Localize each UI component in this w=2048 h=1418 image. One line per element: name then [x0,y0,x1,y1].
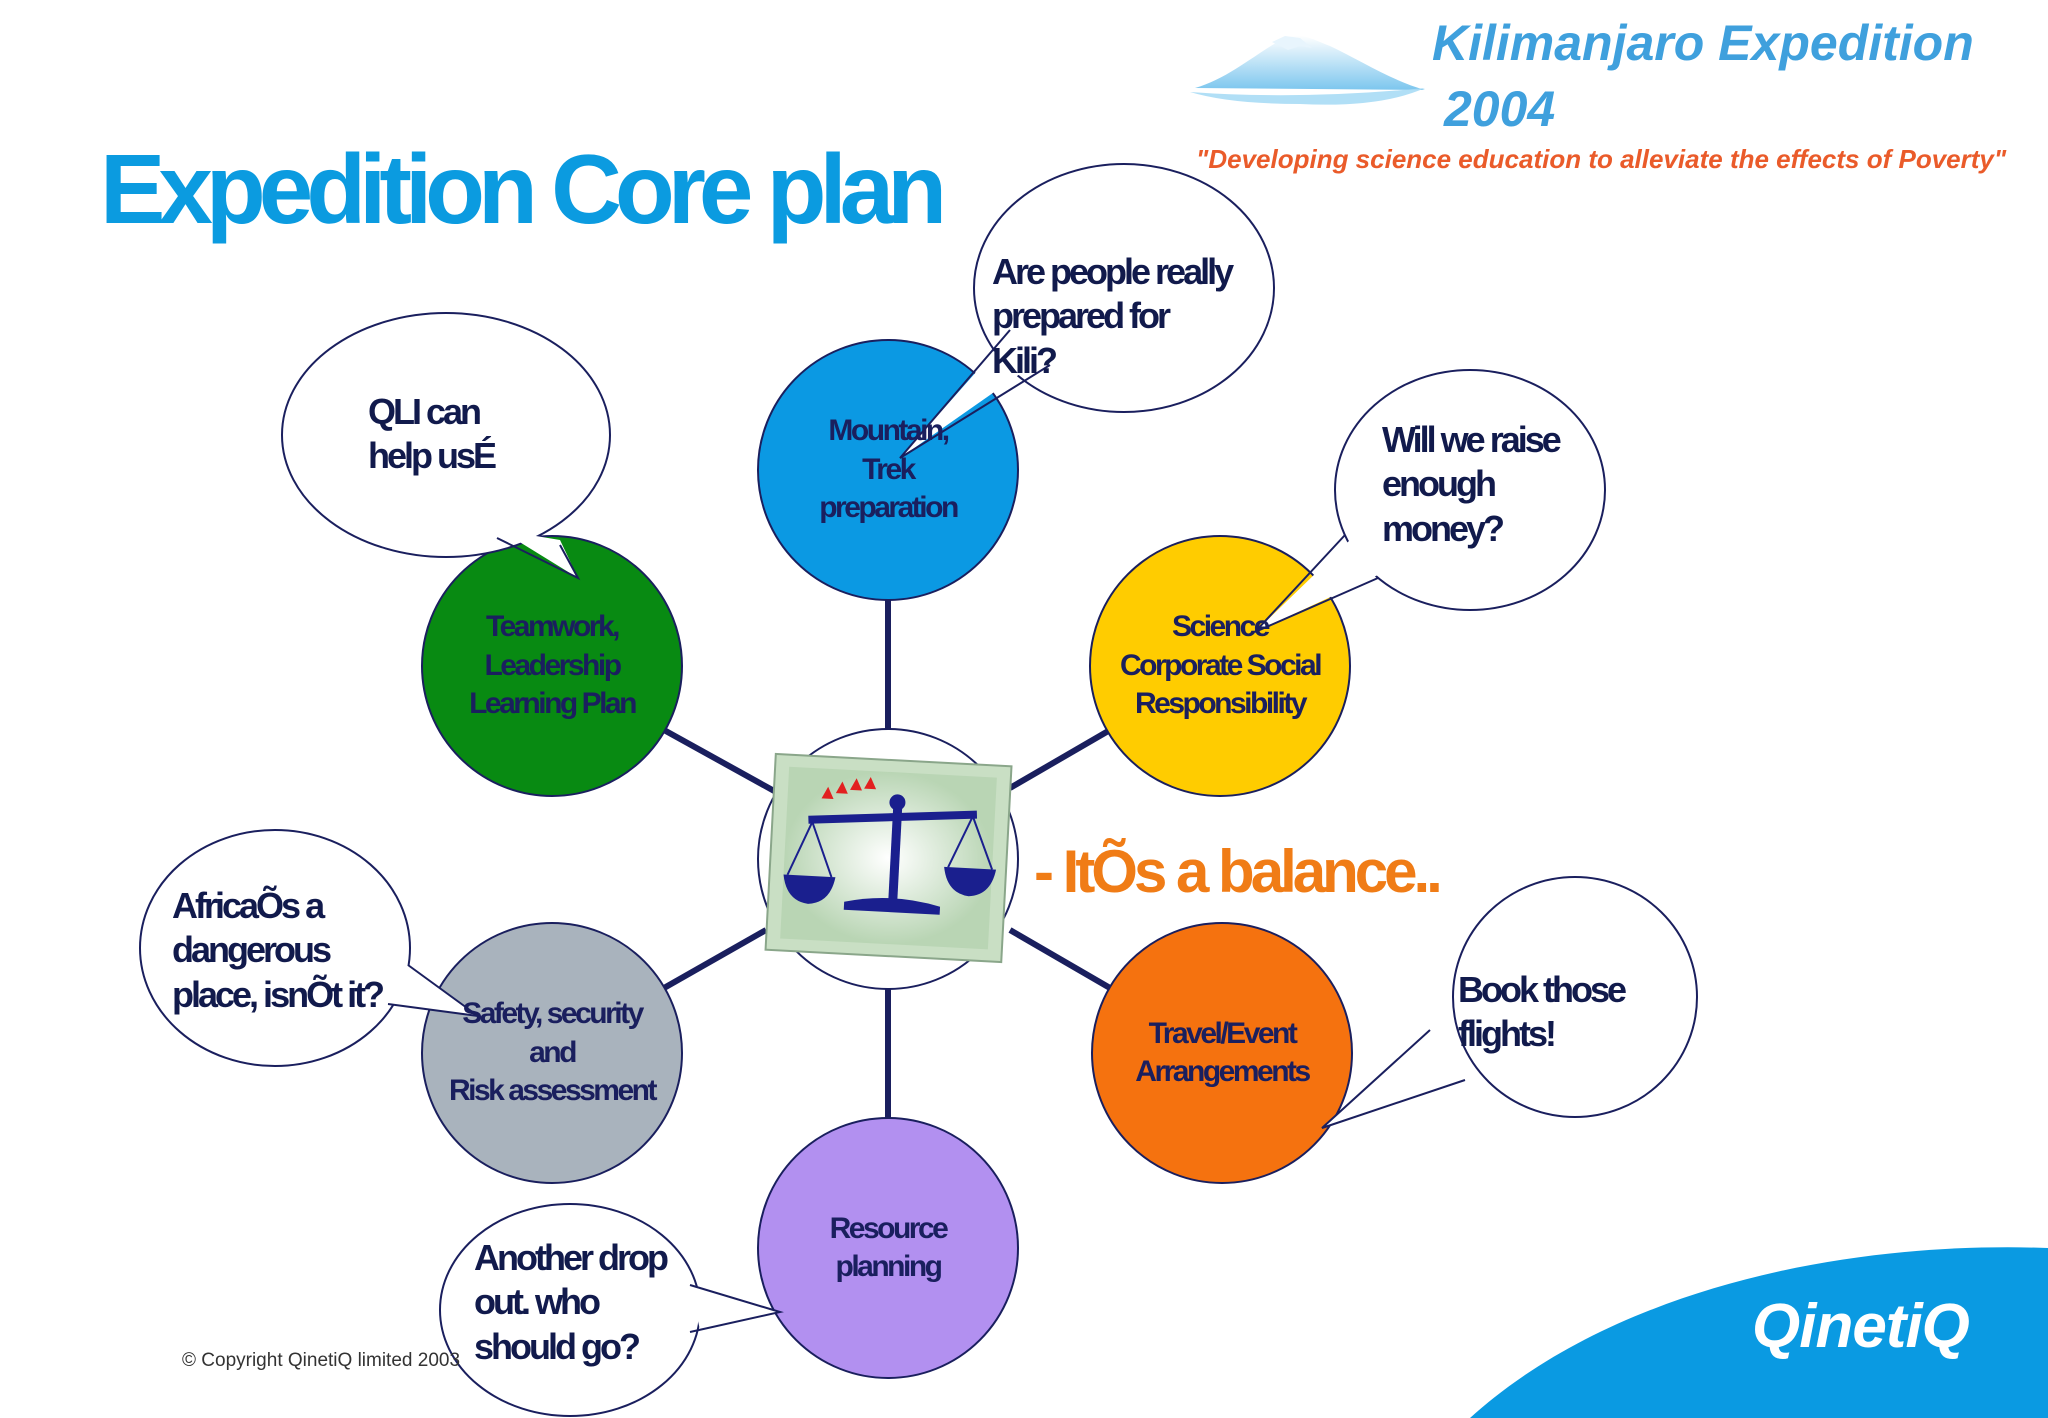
bubble-dropout: Another drop out. who should go? [474,1237,669,1367]
node-circle-travel [1091,922,1353,1184]
bubble-qli: QLI can help usÉ [368,391,497,477]
connector-safety [662,927,768,991]
bubble-tail-prepared [900,345,1040,458]
bubble-tail-dropout-outline [689,1284,784,1333]
bubble-shape-money [1334,369,1606,611]
connector-teamwork [662,727,778,795]
connector-travel [1008,927,1112,991]
bubble-tail-money [1255,540,1378,632]
node-circle-teamwork [421,535,683,797]
bubble-tail-flights [1322,1035,1465,1128]
copyright-notice: © Copyright QinetiQ limited 2003 [182,1350,461,1371]
node-label-resource: Resource planning [829,1211,949,1283]
bubble-flights: Book those flights! [1458,969,1627,1055]
balance-scale-icon [764,752,1013,964]
bubble-tail-qli [500,530,578,578]
node-label-travel: Travel/Event Arrangements [1135,1016,1311,1088]
bubble-tail-prepared-outline [899,329,1051,459]
footer-swoosh [1470,1247,2048,1418]
bubble-tail-africa [392,960,478,1016]
node-label-mountain: Mountain, Trek preparation [819,414,959,525]
connector-science [1008,727,1112,791]
balance-caption: - ItÕs a balance.. [1034,838,1443,905]
bubble-tail-money-outline [1254,534,1379,633]
node-label-safety: Safety, security and Risk assessment [449,997,658,1108]
expedition-tagline: "Developing science education to allevia… [1196,144,2007,174]
bubble-tail-qli-outline [496,537,581,581]
connectors [662,600,1112,1118]
bubble-tail-flights-outline [1321,1029,1466,1129]
bubble-shape-africa [139,829,411,1067]
node-circle-resource [757,1117,1019,1379]
page-title: Expedition Core plan [100,134,947,244]
bubble-shape-flights [1452,876,1698,1118]
node-label-science: Science Corporate Social Responsibility [1119,610,1323,721]
bubble-prepared: Are people really prepared for Kili? [992,251,1234,381]
node-label-teamwork: Teamwork, Leadership Learning Plan [469,610,637,721]
bubble-africa: AfricaÕs a dangerous place, isnÕt it? [172,885,385,1015]
mountain-logo-icon [1190,35,1425,105]
bubble-shape-qli [281,312,611,558]
expedition-name: Kilimanjaro Expedition [1432,15,1974,71]
bubble-tail-africa-outline [387,964,479,1017]
bubble-money: Will we raise enough money? [1382,419,1562,549]
node-circle-safety [421,922,683,1184]
company-logo: QinetiQ [1752,1292,1970,1361]
expedition-year: 2004 [1444,81,1556,137]
speech-bubbles [139,163,1698,1417]
bubble-shape-prepared [973,163,1275,413]
bubble-tail-dropout [690,1285,780,1330]
